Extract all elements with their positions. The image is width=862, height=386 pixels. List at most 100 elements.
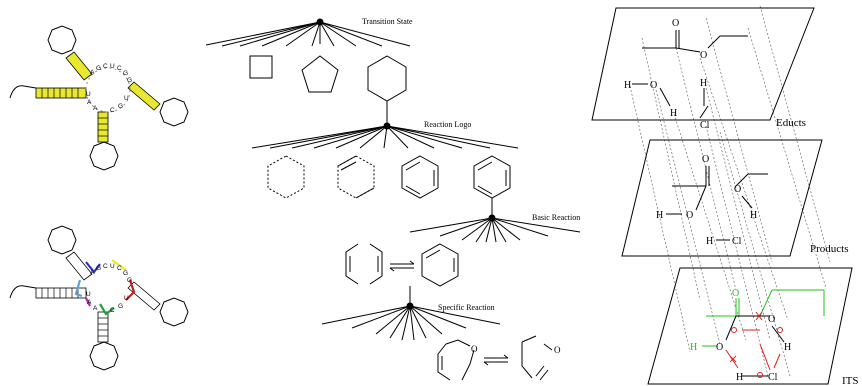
rna-top-multiloop xyxy=(85,67,131,113)
atom-label: H xyxy=(656,210,663,221)
rna-top-tail xyxy=(9,85,37,99)
rna-base: U xyxy=(110,63,115,70)
its-bonds xyxy=(702,289,825,378)
atom-label: Cl xyxy=(768,372,778,383)
atom-label: Cl xyxy=(700,120,710,131)
rna-bottom-cyan-segment xyxy=(74,279,83,298)
atom-label: O xyxy=(650,80,657,91)
its-broken-bonds xyxy=(725,329,781,371)
rna-bottom-loop-right xyxy=(159,297,189,327)
rna-base: C xyxy=(103,63,108,70)
label-transition-state: Transition State xyxy=(362,17,413,26)
label-specific-reaction: Specific Reaction xyxy=(438,303,495,312)
hexagon-3 xyxy=(401,155,439,199)
rna-base: C xyxy=(110,307,115,314)
node-reaction-logo xyxy=(383,122,391,130)
atom-label: H xyxy=(670,108,677,119)
fan-transition-state xyxy=(205,21,411,47)
rna-bottom-stem-rungs xyxy=(41,288,108,337)
rna-base: G xyxy=(118,303,123,310)
plane-label-its: ITS xyxy=(842,375,859,386)
atom-label: O xyxy=(716,342,723,353)
specific-reaction-product xyxy=(521,335,553,381)
rna-base: C xyxy=(110,107,115,114)
rna-base: U xyxy=(110,263,115,270)
plane-products xyxy=(621,139,823,257)
rna-bottom-green-segment xyxy=(99,303,115,316)
rna-top-stem-rungs xyxy=(41,88,108,137)
node-specific-reaction xyxy=(406,302,414,310)
educt-bonds xyxy=(632,30,748,119)
rna-bottom-stems xyxy=(35,251,161,343)
atom-label: O xyxy=(702,154,709,165)
square-shape xyxy=(249,55,273,79)
rna-top-bases: A G C U C G G U A A C G U xyxy=(86,63,132,114)
atom-label: O xyxy=(732,288,739,299)
label-basic-reaction: Basic Reaction xyxy=(532,213,580,222)
hexagon-1 xyxy=(267,155,305,199)
atom-label: O xyxy=(471,344,478,354)
projection-lines xyxy=(629,5,831,377)
hexagon-2 xyxy=(337,155,375,199)
rna-base: A xyxy=(87,99,92,106)
atom-label: H xyxy=(624,80,631,91)
atom-label: H xyxy=(690,342,697,353)
rna-bottom-loop-bottom xyxy=(89,341,119,371)
rna-bottom-bases: A G C U C G G U A A C G U xyxy=(86,263,132,314)
rna-base: A xyxy=(87,299,92,306)
rna-base: G xyxy=(127,77,132,84)
atom-label: O xyxy=(554,345,561,355)
its-planes xyxy=(591,5,853,385)
hierarchy-labels: Transition State Reaction Logo Basic Rea… xyxy=(362,17,580,355)
pentagon-shape xyxy=(301,55,339,93)
rna-bottom-tail xyxy=(9,285,37,299)
atom-label: O xyxy=(700,50,707,61)
rna-structure-top xyxy=(9,25,189,171)
rna-base: C xyxy=(117,265,122,272)
atom-label: O xyxy=(734,184,741,195)
atom-label: O xyxy=(672,18,679,29)
rna-base: C xyxy=(103,263,108,270)
rna-bottom-blue-segment xyxy=(85,261,101,274)
fan-reaction-logo xyxy=(251,125,519,149)
rna-base: G xyxy=(96,265,101,272)
rna-base: A xyxy=(93,105,98,112)
fan-specific-reaction xyxy=(321,305,501,341)
rna-base: G xyxy=(96,65,101,72)
hexagon-4 xyxy=(473,155,511,199)
atom-label: H xyxy=(784,342,791,353)
plane-educts xyxy=(591,7,815,121)
rna-top-loop-right xyxy=(159,97,189,127)
atom-label: Cl xyxy=(732,236,742,247)
atom-label: H xyxy=(736,372,743,383)
rna-base: G xyxy=(127,277,132,284)
rna-bottom-loop-upper xyxy=(47,225,77,255)
node-transition-state xyxy=(316,18,324,26)
rna-bottom-magenta-segment xyxy=(85,297,91,307)
specific-reaction-reactant xyxy=(437,339,475,381)
rna-base: U xyxy=(86,291,91,298)
rna-base: G xyxy=(123,70,128,77)
rna-base: G xyxy=(123,270,128,277)
rna-base: C xyxy=(117,65,122,72)
rna-base: U xyxy=(124,95,129,102)
hexagon-shape xyxy=(367,55,407,102)
node-basic-reaction xyxy=(488,214,496,222)
its-bond-markers xyxy=(729,311,783,378)
atom-label: O xyxy=(768,314,775,325)
fan-basic-reaction xyxy=(409,217,581,243)
rna-bottom-red-segment xyxy=(125,279,136,301)
plane-its xyxy=(647,267,853,385)
rna-top-stems-highlight xyxy=(35,51,161,143)
its-labels: O O H O H H Cl Educts O O O H H H Cl Pro… xyxy=(624,18,859,386)
atom-label: H xyxy=(700,78,707,89)
plane-label-products: Products xyxy=(810,243,849,255)
atom-label: H xyxy=(706,236,713,247)
basic-reaction-product xyxy=(421,243,459,287)
rna-base: A xyxy=(93,305,98,312)
equilibrium-arrow-specific xyxy=(483,354,509,366)
product-bonds xyxy=(666,166,768,241)
rna-base: U xyxy=(124,295,129,302)
hierarchy xyxy=(205,18,581,381)
